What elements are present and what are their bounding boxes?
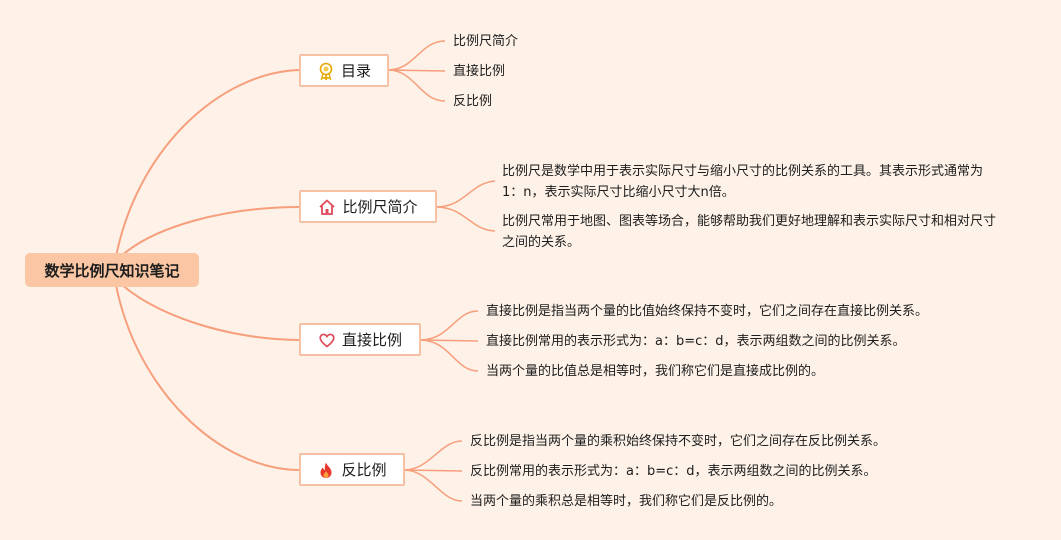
leaf-item[interactable]: 直接比例常用的表示形式为：a：b=c：d，表示两组数之间的比例关系。 xyxy=(486,334,906,349)
branch-label: 目录 xyxy=(340,62,371,80)
root-node[interactable]: 数学比例尺知识笔记 xyxy=(25,253,199,287)
branch-label: 直接比例 xyxy=(341,331,402,349)
branch-label: 反比例 xyxy=(341,461,387,479)
leaf-item[interactable]: 反比例是指当两个量的乘积始终保持不变时，它们之间存在反比例关系。 xyxy=(470,434,887,449)
branch-direct-proportion[interactable]: 直接比例 xyxy=(299,323,421,356)
leaf-item[interactable]: 反比例常用的表示形式为：a：b=c：d，表示两组数之间的比例关系。 xyxy=(470,464,877,479)
leaf-item[interactable]: 当两个量的比值总是相等时，我们称它们是直接成比例的。 xyxy=(486,364,825,379)
branch-label: 比例尺简介 xyxy=(342,198,418,216)
ribbon-medal-icon xyxy=(319,62,333,80)
leaf-item[interactable]: 反比例 xyxy=(453,94,493,109)
branch-inverse-proportion[interactable]: 反比例 xyxy=(299,453,405,486)
heart-icon xyxy=(319,333,335,348)
leaf-item[interactable]: 比例尺常用于地图、图表等场合，能够帮助我们更好地理解和表示实际尺寸和相对尺寸之间… xyxy=(502,214,997,250)
branch-scale-intro[interactable]: 比例尺简介 xyxy=(299,190,437,223)
leaf-item[interactable]: 直接比例 xyxy=(453,64,506,79)
leaf-item[interactable]: 比例尺简介 xyxy=(453,34,519,49)
branch-toc[interactable]: 目录 xyxy=(299,54,389,87)
leaf-item[interactable]: 直接比例是指当两个量的比值始终保持不变时，它们之间存在直接比例关系。 xyxy=(486,304,929,319)
leaf-item[interactable]: 当两个量的乘积总是相等时，我们称它们是反比例的。 xyxy=(470,494,783,509)
fire-icon xyxy=(320,462,332,478)
root-title: 数学比例尺知识笔记 xyxy=(44,261,180,280)
leaf-item[interactable]: 比例尺是数学中用于表示实际尺寸与缩小尺寸的比例关系的工具。其表示形式通常为1：n… xyxy=(502,164,984,200)
home-icon xyxy=(319,199,336,215)
